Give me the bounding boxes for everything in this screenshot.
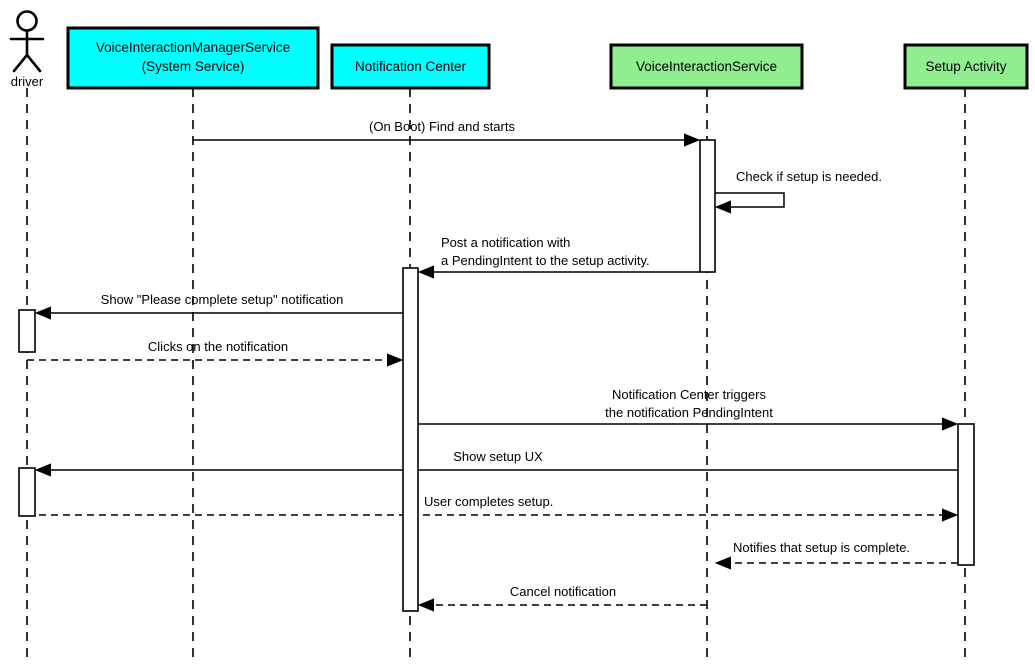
arrowheads-overlay-layer [35, 133, 958, 612]
participant-label-vims-line2: (System Service) [142, 59, 245, 74]
message-label-m2: Check if setup is needed. [736, 169, 882, 184]
participant-box-setup-activity[interactable] [903, 43, 1029, 90]
activation-bars-layer [18, 139, 975, 612]
participant-box-voice-interaction-service[interactable] [609, 43, 804, 90]
message-label-m3-line2: a PendingIntent to the setup activity. [441, 253, 650, 268]
activation-bar-driver-1 [18, 309, 36, 353]
arrowhead-overlay-m4 [35, 306, 51, 320]
participant-notification-center[interactable]: Notification Center [330, 43, 491, 90]
activation-bar-setup-activity [957, 423, 975, 566]
actor-label-driver: driver [11, 74, 44, 89]
message-label-m5: Clicks on the notification [148, 339, 288, 354]
message-label-m9: Notifies that setup is complete. [733, 540, 910, 555]
message-cancel-notification[interactable]: Cancel notification [418, 584, 707, 612]
participant-vims[interactable]: VoiceInteractionManagerService (System S… [66, 26, 320, 90]
arrowhead-overlay-m5 [387, 353, 403, 367]
participant-label-notification-center: Notification Center [355, 59, 467, 74]
arrowhead-overlay-m1 [684, 133, 700, 147]
message-label-m6-line1: Notification Center triggers [612, 387, 766, 402]
participant-setup-activity[interactable]: Setup Activity [903, 43, 1029, 90]
participant-voice-interaction-service[interactable]: VoiceInteractionService [609, 43, 804, 90]
message-show-setup-ux[interactable]: Show setup UX [35, 449, 958, 477]
message-label-m7: Show setup UX [453, 449, 543, 464]
message-label-m4: Show "Please complete setup" notificatio… [101, 292, 344, 307]
message-label-m1: (On Boot) Find and starts [369, 119, 515, 134]
participant-label-voice-interaction-service: VoiceInteractionService [636, 59, 777, 74]
actor-left-leg-icon [12, 53, 29, 73]
activation-bar-voice-interaction-service [699, 139, 716, 273]
message-clicks-on-the-notification[interactable]: Clicks on the notification [27, 339, 403, 367]
participant-label-vims-line1: VoiceInteractionManagerService [96, 40, 290, 55]
message-label-m10: Cancel notification [510, 584, 616, 599]
message-on-boot-find-and-starts[interactable]: (On Boot) Find and starts [193, 119, 700, 147]
message-show-please-complete-setup-notification[interactable]: Show "Please complete setup" notificatio… [35, 292, 403, 320]
actor-driver[interactable]: driver [9, 10, 45, 90]
arrowhead-overlay-m6 [942, 417, 958, 431]
participant-box-vims[interactable] [66, 26, 320, 90]
arrowhead-overlay-m3 [418, 265, 434, 279]
arrowhead-overlay-m7 [35, 463, 51, 477]
participant-label-setup-activity: Setup Activity [925, 59, 1006, 74]
message-post-a-notification[interactable]: Post a notification with a PendingIntent… [418, 235, 700, 279]
message-user-completes-setup[interactable]: User completes setup. [27, 494, 958, 522]
message-line-m2 [715, 192, 785, 208]
arrowhead-overlay-m10 [418, 598, 434, 612]
message-notifies-that-setup-is-complete[interactable]: Notifies that setup is complete. [715, 540, 958, 570]
message-label-m8: User completes setup. [424, 494, 553, 509]
activation-bar-driver-2 [18, 467, 36, 517]
arrowhead-overlay-m9 [715, 556, 731, 570]
message-check-if-setup-is-needed[interactable]: Check if setup is needed. [715, 169, 882, 214]
arrowhead-overlay-m2 [715, 200, 731, 214]
arrowhead-overlay-m8 [942, 508, 958, 522]
message-notification-center-triggers-pendingintent[interactable]: Notification Center triggers the notific… [418, 387, 958, 431]
actor-right-leg-icon [25, 53, 42, 73]
message-label-m3-line1: Post a notification with [441, 235, 570, 250]
message-label-m6-line2: the notification PendingIntent [605, 405, 773, 420]
participant-box-notification-center[interactable] [330, 43, 491, 90]
actor-head-icon [16, 10, 38, 32]
activation-bar-notification-center [402, 267, 419, 612]
